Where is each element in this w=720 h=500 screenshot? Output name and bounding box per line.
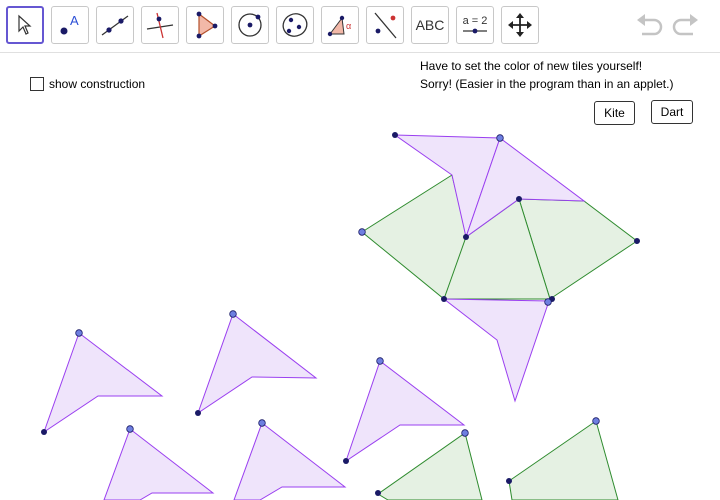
text-tool-button[interactable]: ABC <box>411 6 449 44</box>
info-text-line-1: Have to set the color of new tiles yours… <box>420 59 643 73</box>
vertex-point <box>375 490 381 496</box>
slider-icon <box>463 28 487 34</box>
move-graphics-view-icon <box>508 13 532 37</box>
dart-tile <box>345 360 466 463</box>
line-through-points-icon <box>101 15 129 36</box>
slider-icon-label: a = 2 <box>462 15 488 27</box>
vertex-point <box>516 196 522 202</box>
show-construction-checkbox[interactable]: show construction <box>30 77 145 91</box>
vertex-point <box>376 357 384 365</box>
move-tool-button[interactable] <box>6 6 44 44</box>
dart-tile <box>43 332 164 434</box>
dart-tile <box>103 428 215 500</box>
vertex-point <box>258 419 266 427</box>
vertex-point <box>343 458 349 464</box>
vertex-point <box>496 134 504 142</box>
svg-text:A: A <box>70 13 79 28</box>
circle-tool-button[interactable] <box>231 6 269 44</box>
polygon-icon <box>196 11 218 39</box>
vertex-point <box>126 425 134 433</box>
circle-center-point-icon <box>238 13 262 37</box>
perpendicular-tool-button[interactable] <box>141 6 179 44</box>
vertex-point <box>463 234 469 240</box>
undo-icon <box>637 14 663 36</box>
svg-text:α: α <box>346 21 351 31</box>
vertex-point <box>392 132 398 138</box>
move-graphics-tool-button[interactable] <box>501 6 539 44</box>
checkbox-box[interactable] <box>30 77 44 91</box>
vertex-point <box>506 478 512 484</box>
kite-tile <box>508 420 619 500</box>
vertex-point <box>544 298 552 306</box>
redo-icon <box>672 14 698 36</box>
toolbar: A <box>0 0 720 53</box>
vertex-point <box>229 310 237 318</box>
conic-tool-button[interactable] <box>276 6 314 44</box>
dart-tile <box>442 298 550 403</box>
vertex-point <box>75 329 83 337</box>
angle-tool-button[interactable]: α <box>321 6 359 44</box>
vertex-point <box>358 228 366 236</box>
line-tool-button[interactable] <box>96 6 134 44</box>
redo-button[interactable] <box>671 12 701 40</box>
dart-tile <box>197 313 318 415</box>
vertex-points[interactable] <box>41 132 640 496</box>
vertex-point <box>461 429 469 437</box>
point-icon: A <box>60 13 79 35</box>
vertex-point <box>634 238 640 244</box>
vertex-point <box>441 296 447 302</box>
move-arrow-icon <box>18 14 32 35</box>
text-icon: ABC <box>415 17 445 33</box>
vertex-point <box>41 429 47 435</box>
perpendicular-line-icon <box>146 12 174 39</box>
dart-tile <box>233 422 347 500</box>
reflect-about-line-icon <box>374 12 397 39</box>
angle-icon: α <box>327 15 351 37</box>
slider-tool-button[interactable]: a = 2 <box>456 6 494 44</box>
graphics-view[interactable] <box>0 53 720 500</box>
kite-tile <box>377 432 483 500</box>
kite-button[interactable]: Kite <box>594 101 635 125</box>
conic-five-points-icon <box>282 13 308 37</box>
dart-button[interactable]: Dart <box>651 100 693 124</box>
undo-button[interactable] <box>634 12 664 40</box>
show-construction-label: show construction <box>49 77 146 91</box>
reflect-tool-button[interactable] <box>366 6 404 44</box>
vertex-point <box>195 410 201 416</box>
polygon-tool-button[interactable] <box>186 6 224 44</box>
dart-tiles <box>43 134 586 500</box>
vertex-point <box>592 417 600 425</box>
point-tool-button[interactable]: A <box>51 6 89 44</box>
info-text-line-2: Sorry! (Easier in the program than in an… <box>420 77 674 91</box>
